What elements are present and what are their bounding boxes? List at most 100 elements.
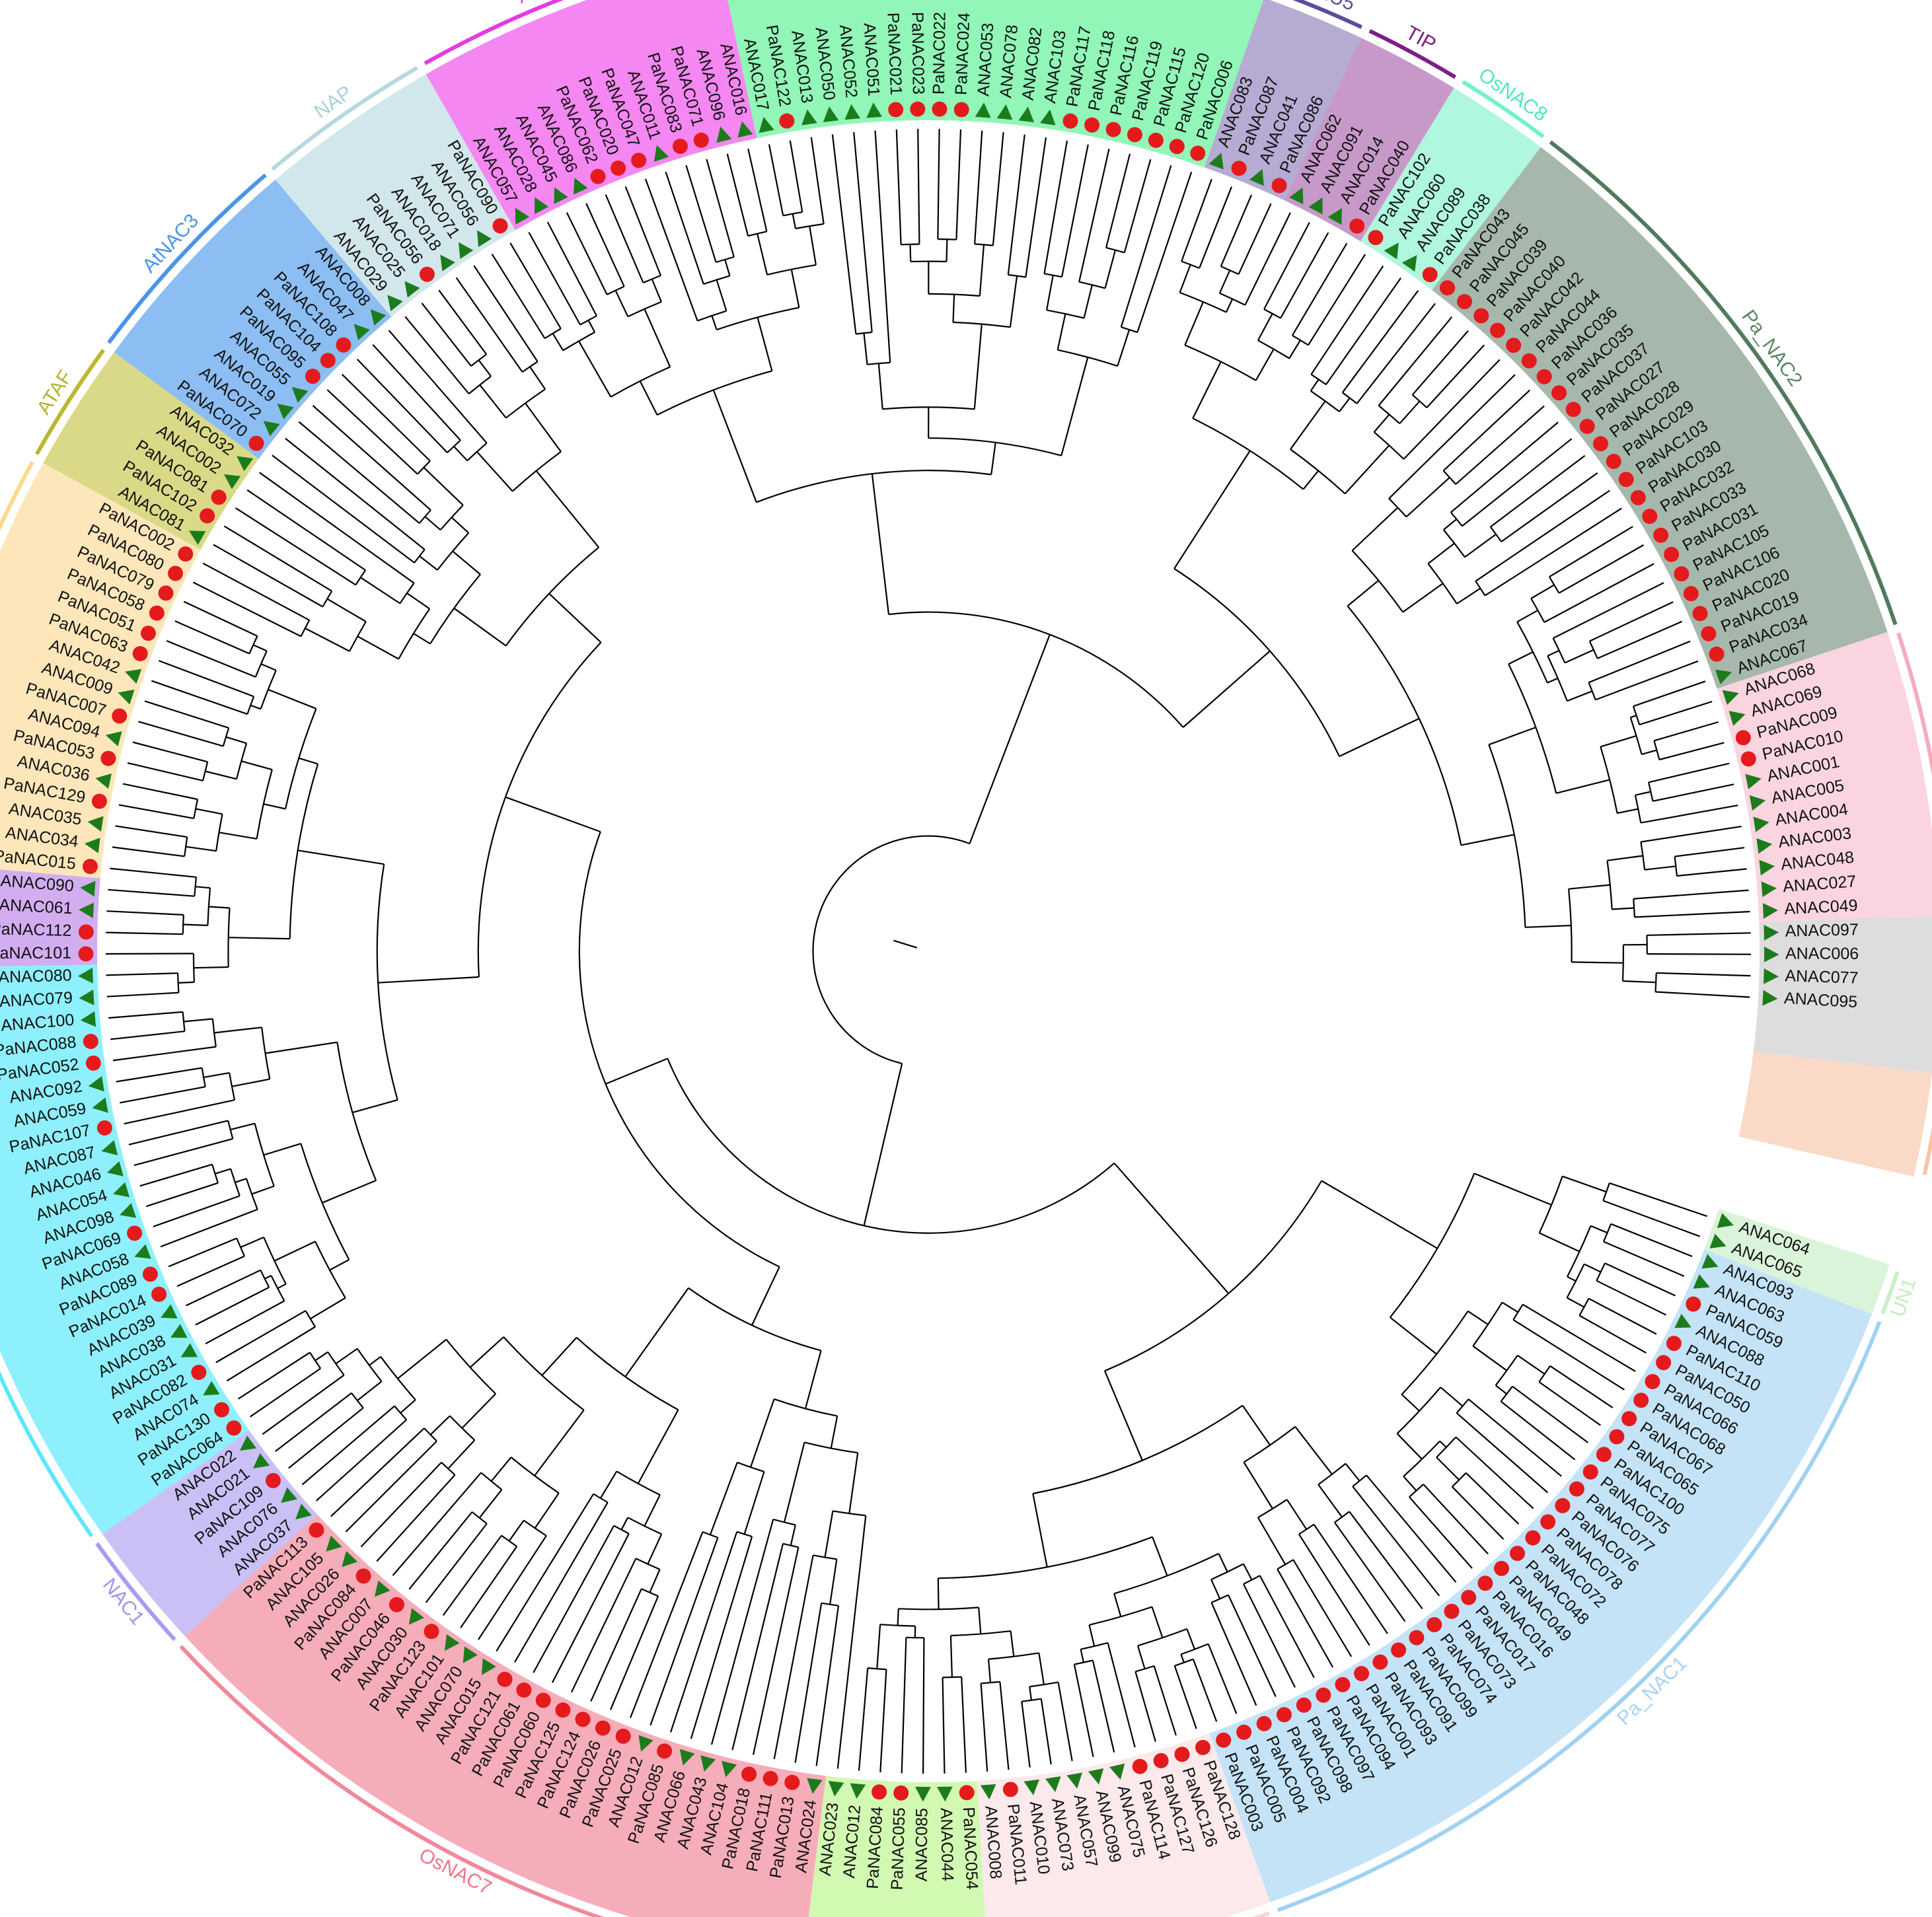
branch-line <box>496 1493 595 1652</box>
at-leaf-marker <box>1040 109 1056 126</box>
at-leaf-marker <box>1384 242 1399 260</box>
branch-line <box>1105 153 1131 248</box>
branch-line <box>1641 749 1657 755</box>
pa-leaf-marker <box>1440 280 1456 296</box>
pa-leaf-marker <box>673 139 688 154</box>
pa-leaf-marker <box>953 102 969 118</box>
pa-leaf-marker <box>1521 353 1537 369</box>
branch-line <box>685 164 717 263</box>
branch-line <box>406 593 430 610</box>
tree-branches <box>105 129 1752 1774</box>
pa-leaf-marker <box>1444 1603 1460 1619</box>
branch-line <box>1210 1579 1221 1599</box>
pa-leaf-marker <box>158 585 174 601</box>
branch-arc <box>468 375 492 394</box>
branch-line <box>525 402 562 452</box>
branch-arc <box>1219 292 1245 306</box>
branch-line <box>836 1515 867 1769</box>
branch-arc <box>942 1676 962 1679</box>
pa-leaf-marker <box>1618 472 1634 488</box>
branch-line <box>1589 601 1674 642</box>
branch-line <box>106 910 184 916</box>
leaf-label: ANAC079 <box>0 988 73 1011</box>
at-leaf-marker <box>80 1011 96 1027</box>
at-leaf-marker <box>653 145 669 162</box>
branch-arc <box>355 569 367 585</box>
at-leaf-marker <box>1717 1213 1734 1228</box>
branch-line <box>757 233 768 275</box>
pa-leaf-marker <box>168 565 183 581</box>
branch-line <box>469 1336 504 1368</box>
branch-line <box>1228 1595 1277 1697</box>
branch-line <box>174 620 250 655</box>
branch-line <box>268 688 316 709</box>
branch-arc <box>688 1287 821 1352</box>
branch-line <box>1633 680 1706 707</box>
pa-leaf-marker <box>1565 402 1581 417</box>
branch-arc <box>437 532 470 571</box>
pa-leaf-marker <box>1132 1758 1148 1774</box>
clade-arc <box>1292 0 1362 29</box>
pa-leaf-marker <box>888 102 904 118</box>
branch-line <box>1277 1568 1334 1668</box>
at-leaf-marker <box>823 106 839 123</box>
branch-line <box>990 442 996 475</box>
branch-arc <box>1567 1225 1592 1278</box>
branch-arc <box>236 742 248 779</box>
branch-line <box>388 330 488 444</box>
pa-leaf-marker <box>83 1034 98 1049</box>
branch-line <box>724 259 731 276</box>
branch-line <box>1555 779 1610 794</box>
at-leaf-marker <box>458 242 474 259</box>
pa-leaf-marker <box>1422 267 1438 283</box>
branch-line <box>1057 313 1066 350</box>
pa-leaf-marker <box>1236 1724 1252 1740</box>
branch-arc <box>1390 1173 1475 1318</box>
pa-leaf-marker <box>1335 1677 1351 1692</box>
branch-line <box>1595 660 1699 701</box>
branch-line <box>1558 544 1645 594</box>
branch-line <box>106 931 183 935</box>
at-leaf-marker <box>1249 169 1264 186</box>
at-leaf-marker <box>1762 990 1778 1006</box>
branch-line <box>987 1659 992 1683</box>
pa-leaf-marker <box>657 1743 673 1759</box>
branch-line <box>922 1638 925 1774</box>
leaf-label: ANAC077 <box>1785 966 1859 987</box>
branch-arc <box>1243 1575 1261 1585</box>
branch-line <box>115 825 188 838</box>
pa-leaf-marker <box>779 113 795 129</box>
at-leaf-marker <box>1722 690 1739 705</box>
branch-line <box>1656 972 1751 977</box>
branch-arc <box>309 1352 322 1369</box>
clade-arc <box>1880 1271 1900 1315</box>
branch-line <box>1152 1537 1168 1576</box>
branch-line <box>153 1195 241 1227</box>
branch-line <box>326 389 418 475</box>
pa-leaf-marker <box>226 1420 242 1436</box>
branch-arc <box>1033 1404 1244 1495</box>
branch-line <box>105 953 194 955</box>
branch-line <box>1378 316 1453 406</box>
branch-line <box>423 466 464 506</box>
branch-line <box>711 315 718 330</box>
branch-line <box>974 130 983 244</box>
branch-arc <box>1596 1262 1606 1282</box>
branch-line <box>1450 421 1559 513</box>
branch-line <box>1401 1394 1420 1412</box>
pa-leaf-marker <box>140 626 156 641</box>
branch-arc <box>1442 529 1466 558</box>
branch-line <box>1325 277 1402 385</box>
branch-line <box>1184 301 1205 345</box>
branch-line <box>969 634 1051 844</box>
branch-arc <box>424 1428 437 1442</box>
branch-line <box>1612 907 1635 910</box>
at-leaf-marker <box>161 1304 178 1319</box>
branch-line <box>275 1392 352 1452</box>
branch-line <box>183 600 258 637</box>
branch-line <box>1257 313 1273 341</box>
branch-line <box>1292 1559 1353 1657</box>
branch-arc <box>627 1517 662 1535</box>
branch-line <box>1218 270 1231 294</box>
branch-line <box>322 1179 377 1204</box>
